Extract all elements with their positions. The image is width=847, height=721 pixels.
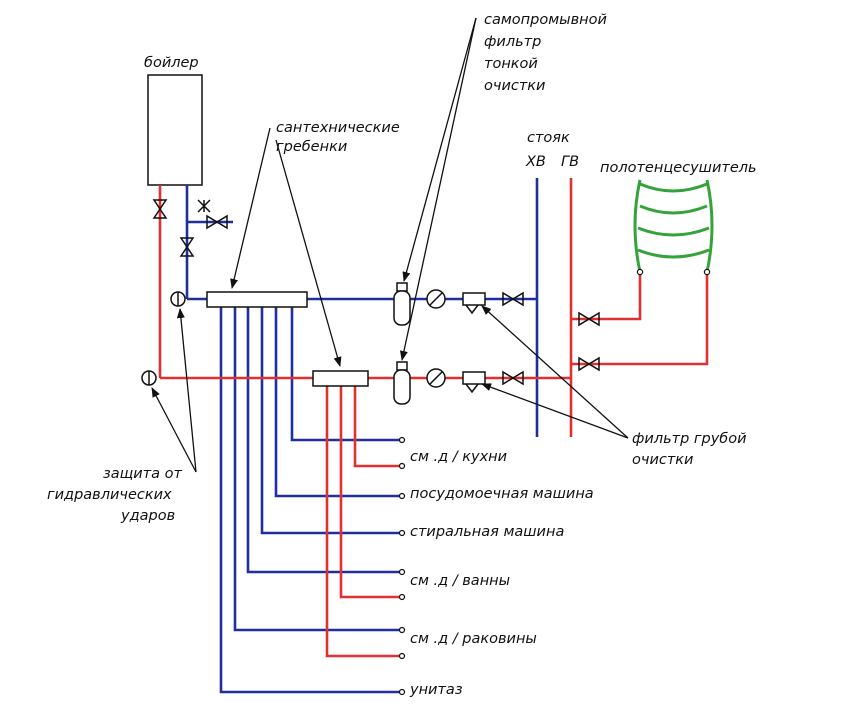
boiler [147,74,203,186]
fine-filter-label-3: тонкой [484,56,538,72]
water-meter-icon [426,289,446,388]
fine-filter-icon [393,282,411,405]
fine-filter-label-1: самопромывной [484,12,607,28]
water-hammer-label-2: гидравлических [47,487,172,503]
fine-filter-label-2: фильтр [484,34,541,50]
manifolds-label-2: гребенки [276,139,347,155]
towel-dryer-label: полотенцесушитель [600,160,757,176]
outlet-toilet: унитаз [409,682,463,698]
coarse-filter-label-1: фильтр грубой [632,431,747,447]
towel-dryer [633,179,714,276]
manifolds-label-1: сантехнические [276,120,400,136]
hot-water-label: ГВ [561,154,579,170]
water-hammer-label-1: защита от [103,466,182,482]
outlet-bath-mixer: см .д / ванны [410,573,510,589]
coarse-filter-icon [462,292,486,394]
annotation-arrows [151,17,629,473]
outlet-washing-machine: стиральная машина [410,524,564,540]
outlet-endpoints [398,436,406,696]
fine-filter-label-4: очистки [484,78,545,94]
cold-manifold [206,291,308,308]
outlet-sink-mixer: см .д / раковины [410,631,537,647]
riser-label: стояк [527,130,570,146]
water-hammer-arrestor-icon [141,291,186,386]
hot-manifold [312,370,369,387]
water-hammer-label-3: ударов [120,508,175,524]
valve-icon [152,199,600,386]
coarse-filter-label-2: очистки [632,452,693,468]
boiler-label: бойлер [144,55,199,71]
outlet-kitchen-mixer: см .д / кухни [410,449,507,465]
cold-water-label: ХВ [525,154,546,170]
outlet-dishwasher: посудомоечная машина [410,486,594,502]
